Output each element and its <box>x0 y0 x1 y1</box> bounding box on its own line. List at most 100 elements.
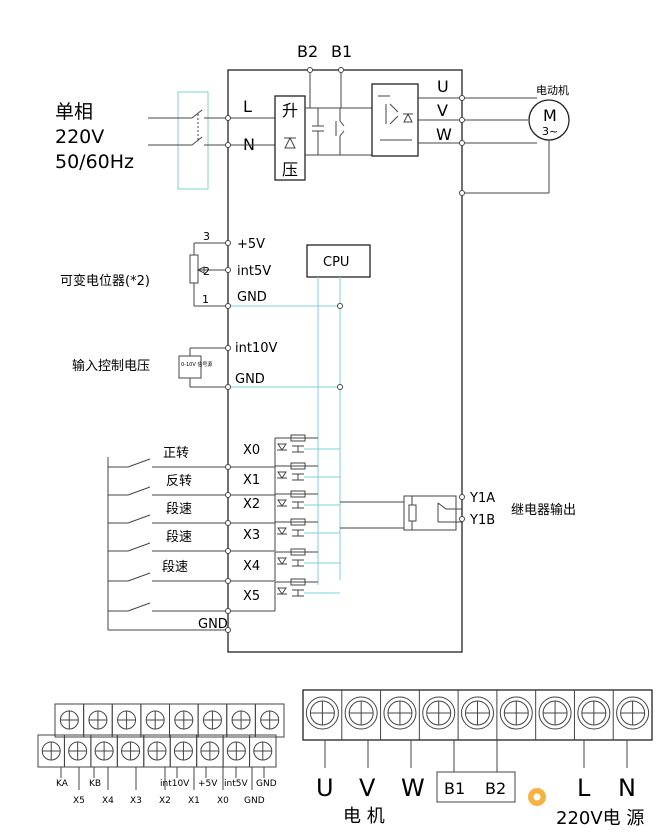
control-terminal-screw <box>94 741 114 761</box>
power-terminal-screw <box>383 696 417 730</box>
svg-text:0-10V 信号源: 0-10V 信号源 <box>181 361 212 368</box>
motor: 电动机 M 3~ <box>459 83 570 196</box>
digital-input-terminal: X0 <box>243 443 260 458</box>
digital-input-label: 段速 <box>166 502 192 517</box>
cpu-block: CPU <box>306 244 371 278</box>
power-terminal-screw <box>538 696 572 730</box>
digital-input-row: 反转 X1 <box>108 462 340 498</box>
digital-input-terminal: X5 <box>243 589 260 604</box>
control-terminal-screw <box>260 710 280 730</box>
control-terminal-screw <box>226 741 246 761</box>
input-breaker <box>148 91 228 190</box>
terminal-gnd2-label: GND <box>235 372 265 387</box>
svg-text:1: 1 <box>202 293 209 306</box>
control-terminal-screw <box>68 741 88 761</box>
control-terminal-screw <box>145 710 165 730</box>
ptb-label-W: W <box>401 774 425 802</box>
ctb-label-GND-lower: GND <box>244 796 265 806</box>
ctb-label-X5: X5 <box>73 796 85 806</box>
control-terminal-screw <box>88 710 108 730</box>
terminal-W-label: W <box>436 125 452 144</box>
digital-input-label: 反转 <box>166 474 192 489</box>
power-terminal-screw <box>344 696 378 730</box>
igbt-bridge <box>371 83 419 157</box>
terminal-B1-label: B1 <box>331 42 352 61</box>
ptb-motor-caption: 电 机 <box>343 806 385 827</box>
digital-input-label: 段速 <box>162 560 188 575</box>
control-terminal-screw <box>147 741 167 761</box>
ptb-label-V: V <box>359 774 376 802</box>
terminal-Y1B-label: Y1B <box>469 513 495 528</box>
digital-input-terminal: X4 <box>243 559 260 574</box>
svg-text:CPU: CPU <box>323 255 349 270</box>
ctb-label-X3: X3 <box>130 796 142 806</box>
ctb-label-X2: X2 <box>159 796 171 806</box>
control-terminal-screw <box>253 741 273 761</box>
ctb-label-KB: KB <box>89 779 101 789</box>
dc-bus-capacitor <box>312 108 324 155</box>
ctb-label-GND-upper: GND <box>256 779 277 789</box>
power-terminal-screw <box>422 696 456 730</box>
digital-input-terminal: X2 <box>243 497 260 512</box>
potentiometer-label: 可变电位器(*2) <box>60 273 150 289</box>
ctb-label-X4: X4 <box>102 796 114 806</box>
ctb-label-X0: X0 <box>217 796 229 806</box>
digital-input-terminal: X1 <box>243 473 260 488</box>
terminal-U-label: U <box>437 77 449 96</box>
ctb-label-X1: X1 <box>188 796 200 806</box>
control-terminal-screw <box>121 741 141 761</box>
svg-text:2: 2 <box>203 265 210 278</box>
digital-input-label: 段速 <box>166 530 192 545</box>
svg-text:电动机: 电动机 <box>536 83 569 97</box>
ctb-label-int5V: int5V <box>224 779 248 789</box>
power-terminal-block: U V W B1 B2 L N 电 机 220V电 源 <box>302 689 653 829</box>
digital-input-row: 段速 X2 <box>108 490 340 526</box>
ptb-label-B2: B2 <box>485 779 506 798</box>
svg-text:3~: 3~ <box>542 125 558 138</box>
control-terminal-screw <box>59 710 79 730</box>
terminal-Y1A-label: Y1A <box>469 491 495 506</box>
control-terminal-screw <box>174 710 194 730</box>
watermark-logo <box>528 788 546 806</box>
potentiometer-symbol: 3 2 1 <box>189 230 228 307</box>
power-terminal-screw <box>616 696 650 730</box>
signal-source: 0-10V 信号源 <box>178 347 228 388</box>
brake-transistor <box>335 108 345 155</box>
control-terminal-block: KA KB int10V +5V int5V GND X5 X4 X3 X2 X… <box>37 703 285 806</box>
control-terminal-screw <box>173 741 193 761</box>
power-frequency-label: 50/60Hz <box>55 151 134 173</box>
power-terminal-screw <box>577 696 611 730</box>
power-voltage-label: 220V <box>55 126 104 148</box>
digital-input-row: 段速 X4 <box>108 548 340 584</box>
digital-input-label: 正转 <box>163 446 189 461</box>
ctb-label-KA: KA <box>56 779 69 789</box>
terminal-common-gnd-label: GND <box>198 617 228 632</box>
relay-output <box>340 495 462 531</box>
inverter-enclosure <box>227 69 463 653</box>
terminal-plus5v-label: +5V <box>237 237 265 252</box>
terminal-int10v-label: int10V <box>235 341 277 356</box>
svg-text:压: 压 <box>282 160 298 179</box>
ctb-label-int10V: int10V <box>160 779 190 789</box>
control-terminal-screw <box>200 741 220 761</box>
digital-input-terminal: X3 <box>243 528 260 543</box>
boost-rectifier-block: 升 压 <box>274 95 306 181</box>
control-terminal-screw <box>41 741 61 761</box>
terminal-gnd1-label: GND <box>237 290 267 305</box>
power-terminal-screw <box>461 696 494 730</box>
relay-output-label: 继电器输出 <box>511 502 576 518</box>
power-terminal-screw <box>305 696 339 730</box>
digital-input-row: X5 <box>108 578 340 614</box>
ptb-label-B1: B1 <box>444 779 465 798</box>
terminal-L-label: L <box>243 97 252 116</box>
control-voltage-label: 输入控制电压 <box>72 358 150 374</box>
ctb-label-plus5V: +5V <box>198 779 218 789</box>
svg-text:升: 升 <box>282 101 298 120</box>
terminal-int5v-label: int5V <box>237 264 271 279</box>
digital-input-row: 段速 X3 <box>108 518 340 554</box>
control-terminal-screw <box>117 710 137 730</box>
svg-text:M: M <box>543 106 557 125</box>
terminal-V-label: V <box>437 101 448 120</box>
power-phase-label: 单相 <box>55 101 93 123</box>
control-terminal-screw <box>231 710 251 730</box>
